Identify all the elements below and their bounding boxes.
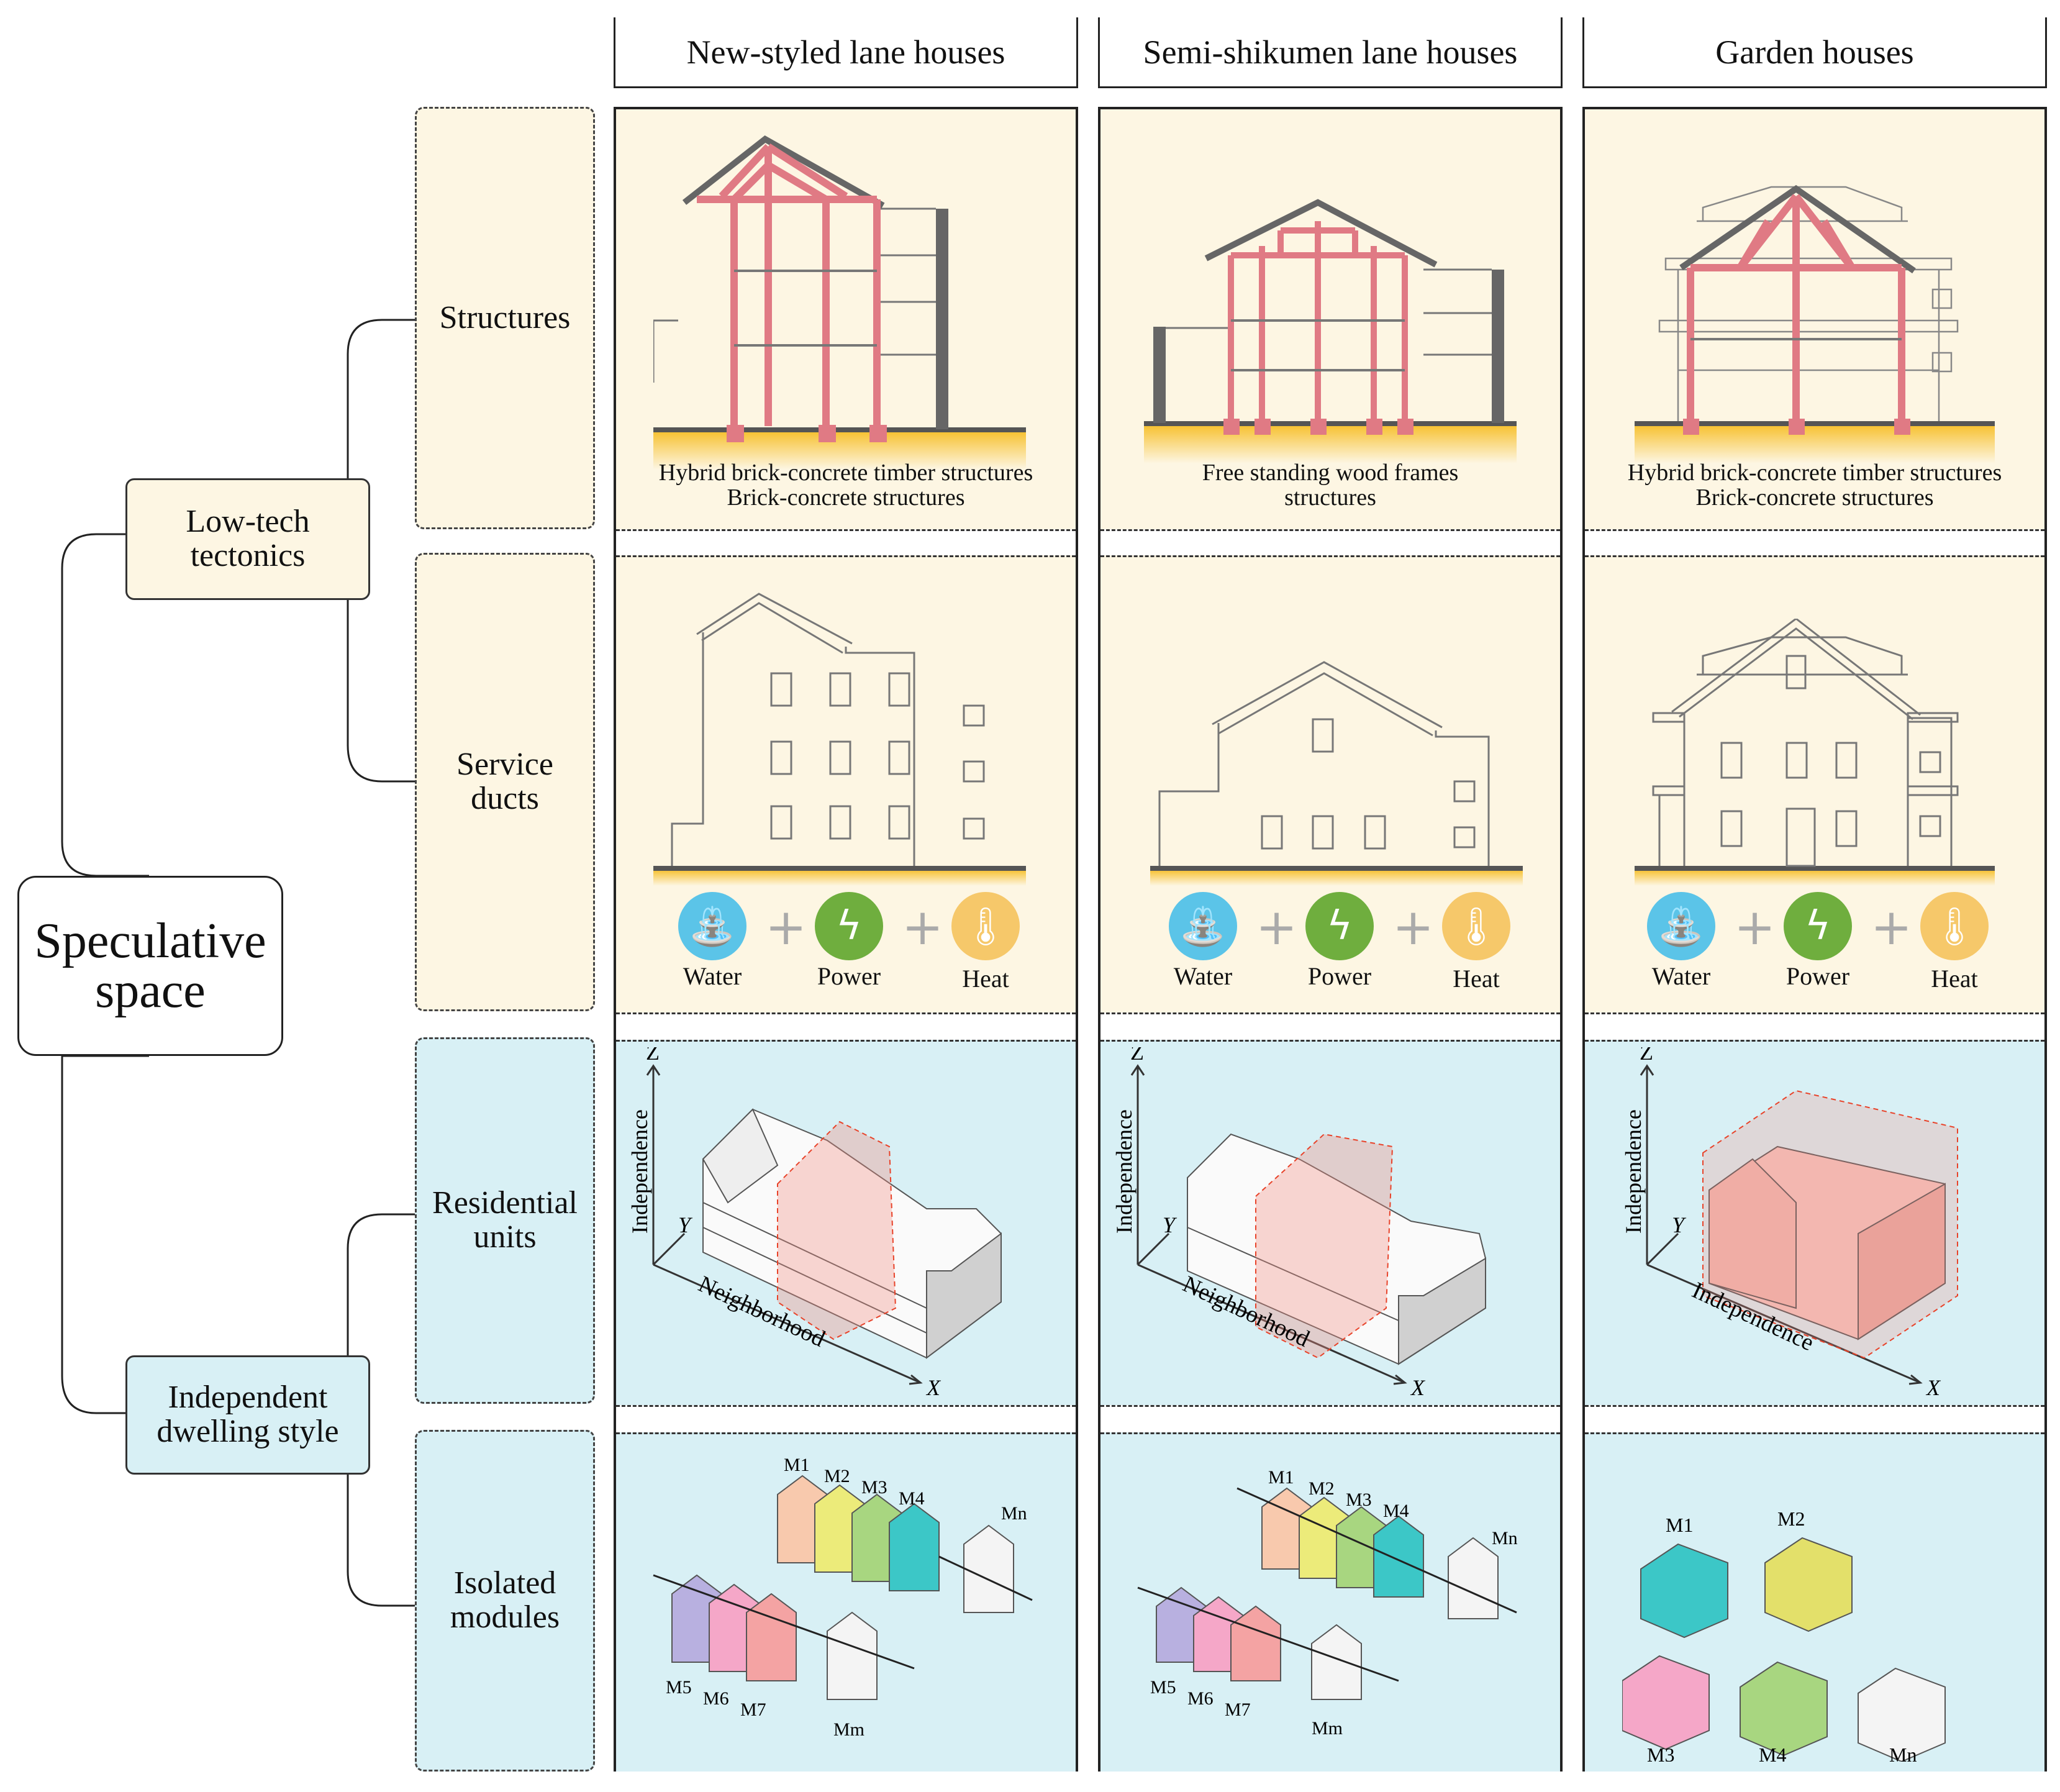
services-row: ⛲ Water + ϟ Power + 🌡 Heat: [1169, 892, 1541, 998]
svg-text:M5: M5: [666, 1677, 692, 1698]
thermometer-icon: 🌡: [951, 892, 1020, 960]
column-semi-shikumen: Free standing wood frames structures ⛲ W…: [1098, 107, 1563, 1772]
facade-drawing: [1635, 619, 1995, 886]
svg-text:M6: M6: [703, 1688, 729, 1709]
column-garden: Hybrid brick-concrete timber structures …: [1582, 107, 2047, 1772]
row-label-residential-units: Residential units: [415, 1037, 595, 1404]
svg-text:M4: M4: [1759, 1744, 1786, 1762]
column-new-styled: Hybrid brick-concrete timber structures …: [614, 107, 1078, 1772]
residential-axonometric: Z X Y Independence Independence: [1621, 1047, 1958, 1400]
svg-text:M3: M3: [1346, 1490, 1372, 1510]
svg-text:Mn: Mn: [1889, 1744, 1917, 1762]
service-label-water: Water: [1173, 962, 1233, 990]
category-independent-dwelling-style: Independent dwelling style: [125, 1355, 370, 1475]
thermometer-icon: 🌡: [1442, 892, 1510, 960]
row-label-service-ducts: Service ducts: [415, 553, 595, 1011]
svg-text:X: X: [925, 1375, 942, 1400]
tree-connectors: [61, 319, 416, 1607]
svg-text:Mm: Mm: [833, 1719, 864, 1740]
residential-axonometric: Z X Y Independence Neighborhood: [628, 1047, 1002, 1400]
svg-text:Mn: Mn: [1492, 1528, 1518, 1549]
structure-section-drawing: [653, 135, 1026, 470]
svg-text:Independence: Independence: [1621, 1109, 1646, 1234]
svg-text:Independence: Independence: [1113, 1109, 1137, 1234]
root-speculative-space: Speculative space: [17, 876, 283, 1056]
svg-text:M6: M6: [1187, 1688, 1214, 1709]
svg-text:Z: Z: [646, 1047, 660, 1065]
lightning-icon: ϟ: [815, 892, 883, 960]
facade-drawing: [653, 593, 1026, 886]
svg-text:X: X: [1410, 1375, 1426, 1400]
plus-icon: +: [765, 898, 807, 956]
svg-text:M2: M2: [1309, 1478, 1335, 1499]
services-row: ⛲ Water + ϟ Power + 🌡 Heat: [1647, 892, 2020, 998]
facade-drawing: [1150, 661, 1523, 886]
structure-caption: Hybrid brick-concrete timber structures …: [658, 460, 1033, 511]
svg-text:M1: M1: [784, 1455, 810, 1475]
service-label-water: Water: [1651, 962, 1711, 990]
column-header-new-styled: New-styled lane houses: [614, 17, 1078, 88]
plus-icon: +: [1256, 898, 1298, 956]
row-label-structures: Structures: [415, 107, 595, 529]
residential-axonometric: Z X Y Independence Neighborhood: [1113, 1047, 1486, 1400]
service-label-power: Power: [1785, 962, 1850, 990]
plus-icon: +: [1392, 898, 1435, 956]
service-label-heat: Heat: [1931, 965, 1978, 993]
svg-text:X: X: [1925, 1375, 1941, 1400]
structure-section-drawing: [1144, 199, 1517, 463]
svg-text:Y: Y: [1672, 1212, 1687, 1237]
svg-text:M2: M2: [1777, 1508, 1805, 1530]
svg-text:Mm: Mm: [1312, 1718, 1343, 1739]
svg-text:Y: Y: [1163, 1212, 1177, 1237]
svg-text:Z: Z: [1640, 1047, 1653, 1065]
svg-text:M1: M1: [1666, 1514, 1693, 1536]
svg-text:M7: M7: [740, 1699, 766, 1720]
svg-text:M1: M1: [1268, 1467, 1294, 1488]
service-label-heat: Heat: [962, 965, 1009, 993]
plus-icon: +: [1871, 898, 1913, 956]
column-header-semi-shikumen: Semi-shikumen lane houses: [1098, 17, 1563, 88]
faucet-icon: ⛲: [678, 892, 746, 960]
svg-text:M3: M3: [861, 1477, 887, 1498]
svg-text:Z: Z: [1130, 1047, 1144, 1065]
service-label-heat: Heat: [1453, 965, 1500, 993]
category-low-tech-tectonics: Low-tech tectonics: [125, 478, 370, 600]
thermometer-icon: 🌡: [1920, 892, 1989, 960]
svg-text:M2: M2: [824, 1466, 850, 1486]
lightning-icon: ϟ: [1784, 892, 1852, 960]
svg-text:Independence: Independence: [628, 1109, 652, 1234]
svg-text:M3: M3: [1647, 1744, 1674, 1762]
lightning-icon: ϟ: [1305, 892, 1374, 960]
svg-text:Mn: Mn: [1001, 1503, 1027, 1524]
structure-caption: Free standing wood frames structures: [1202, 460, 1459, 511]
column-header-garden: Garden houses: [1582, 17, 2047, 88]
service-label-power: Power: [817, 962, 881, 990]
svg-text:M4: M4: [1383, 1501, 1409, 1521]
svg-text:M7: M7: [1225, 1699, 1251, 1720]
plus-icon: +: [902, 898, 944, 956]
services-row: ⛲ Water + ϟ Power + 🌡 Heat: [678, 892, 1051, 998]
row-label-isolated-modules: Isolated modules: [415, 1430, 595, 1772]
service-label-water: Water: [683, 962, 742, 990]
faucet-icon: ⛲: [1169, 892, 1237, 960]
svg-text:M4: M4: [899, 1488, 925, 1509]
service-label-power: Power: [1307, 962, 1372, 990]
plus-icon: +: [1734, 898, 1776, 956]
svg-text:M5: M5: [1150, 1677, 1176, 1698]
svg-text:Y: Y: [678, 1212, 693, 1237]
structure-section-drawing: [1635, 184, 1995, 463]
structure-caption: Hybrid brick-concrete timber structures …: [1627, 460, 2002, 511]
faucet-icon: ⛲: [1647, 892, 1715, 960]
